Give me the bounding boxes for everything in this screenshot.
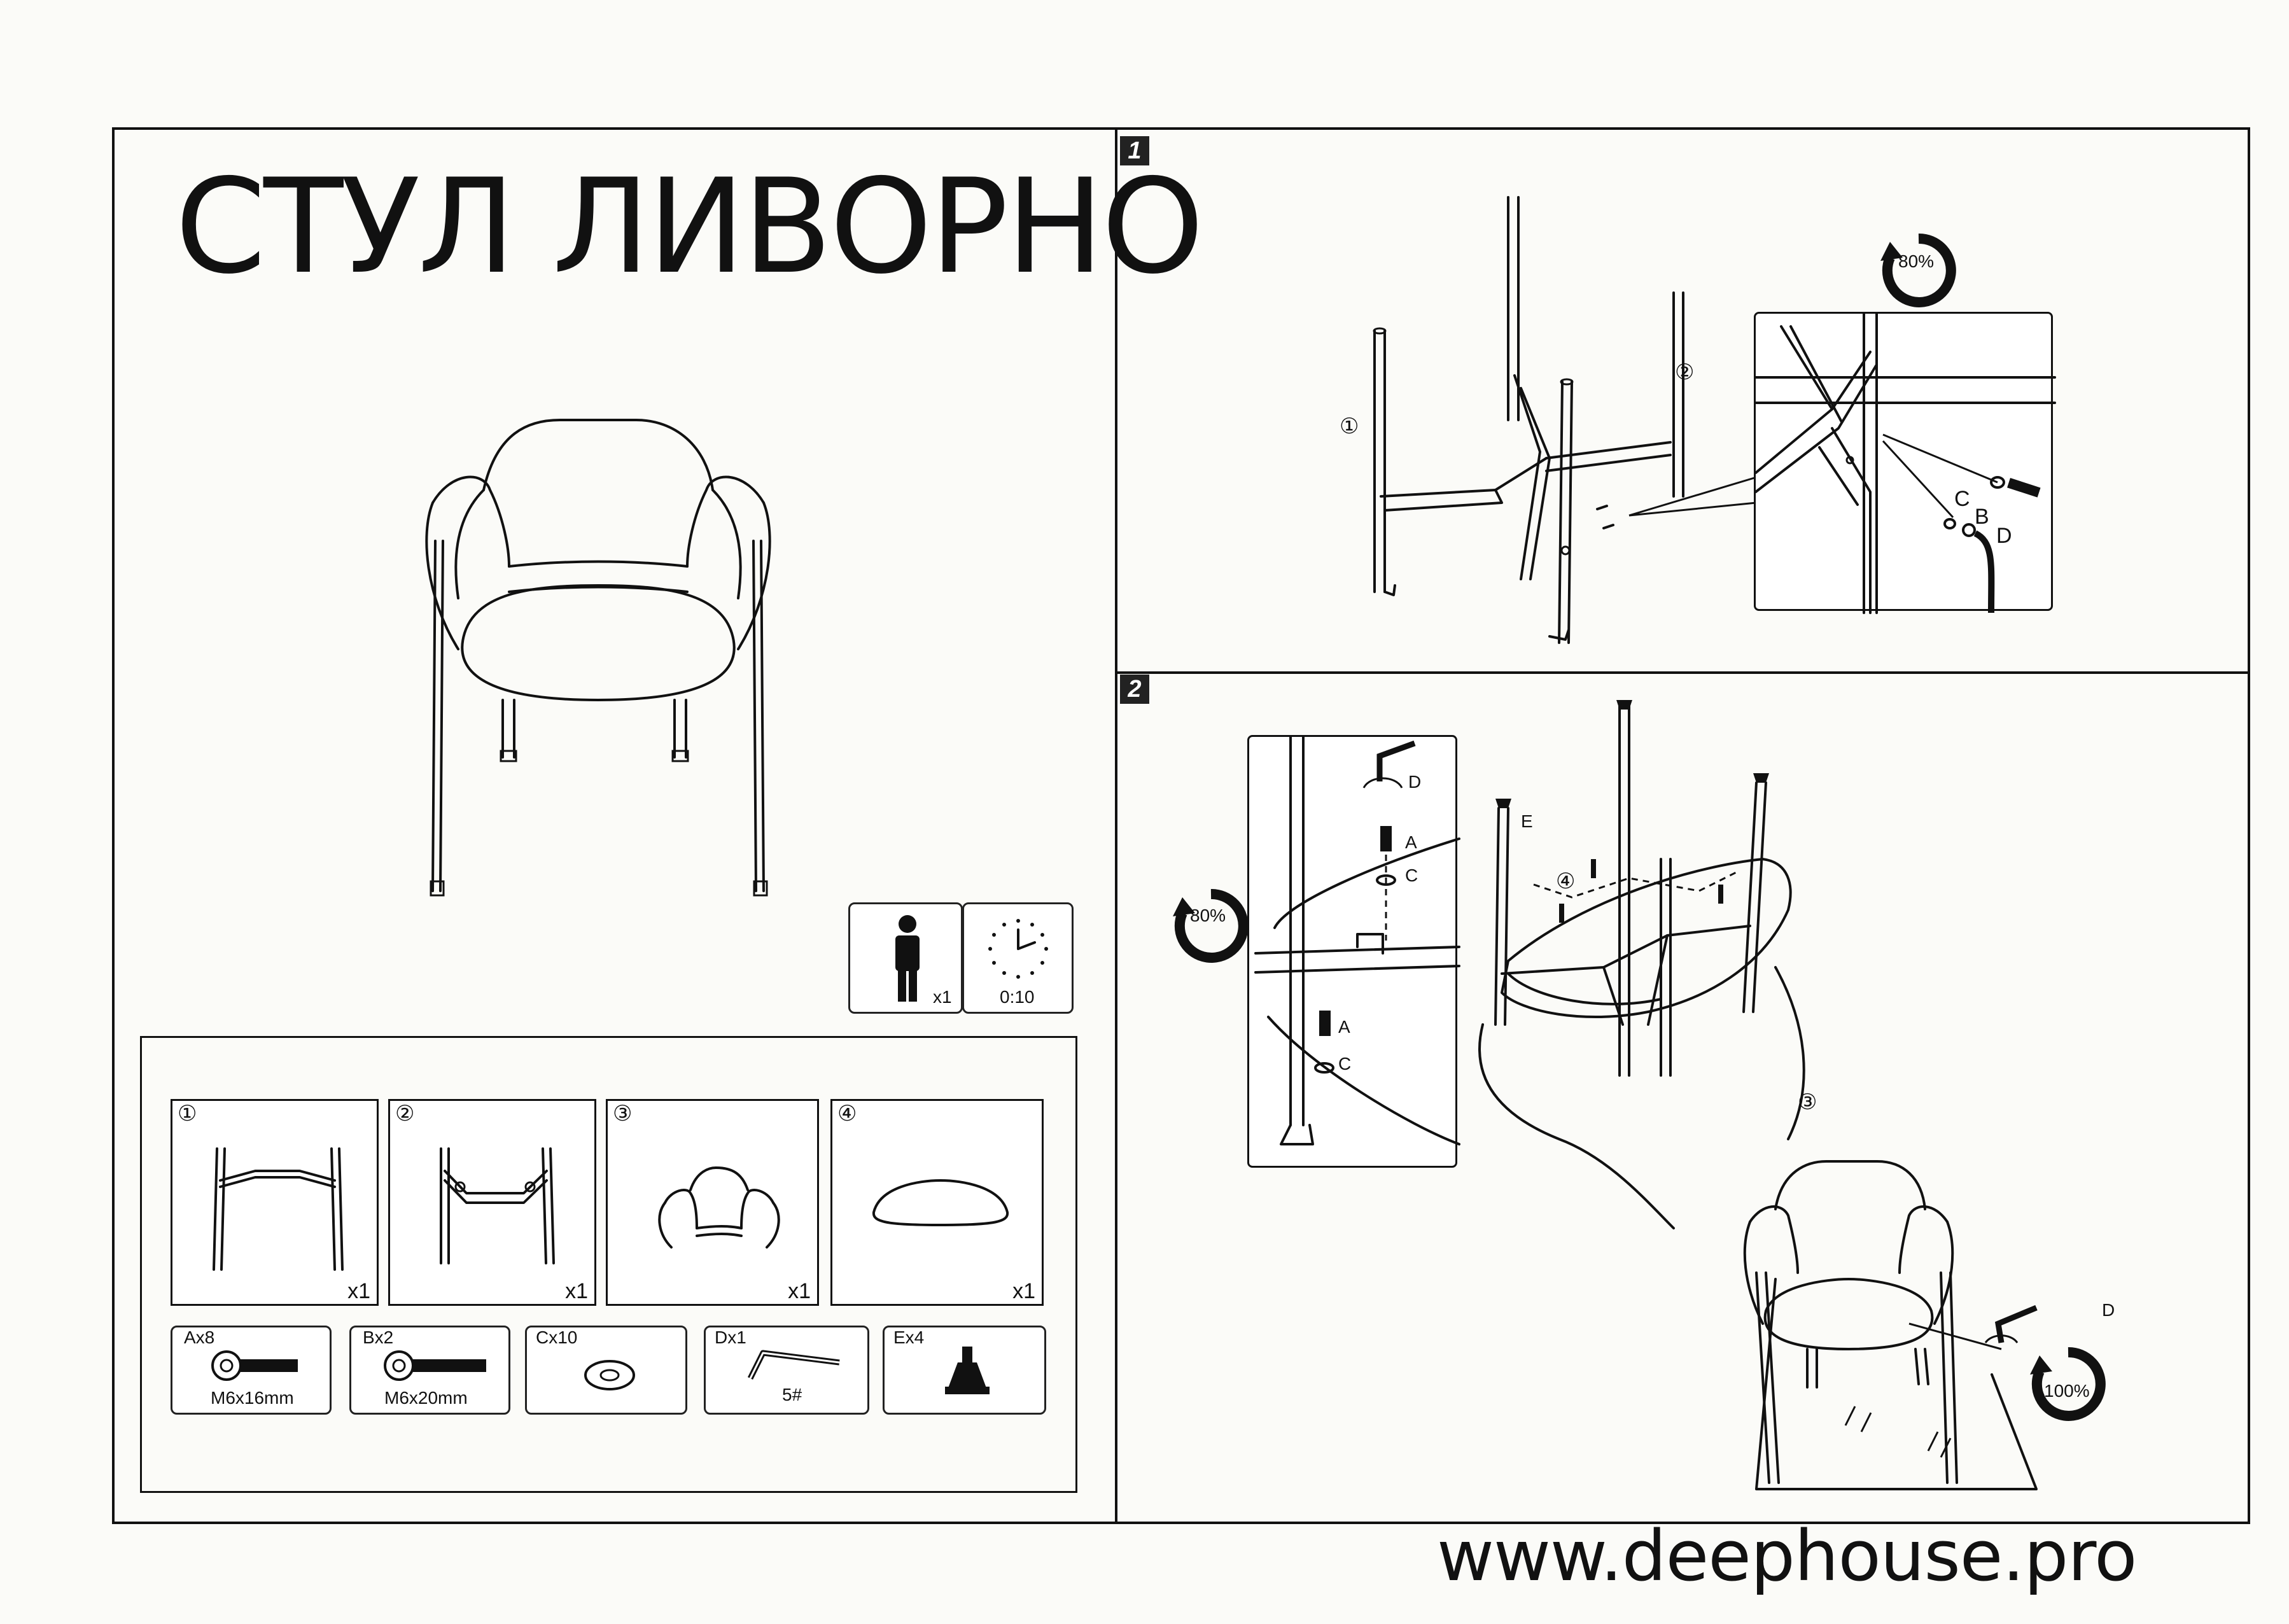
- persons-count: x1: [933, 987, 952, 1007]
- leg-frame-1-icon: [213, 1147, 344, 1271]
- product-title: СТУЛ ЛИВОРНО: [175, 151, 1204, 303]
- step1-detail-inset: C B D: [1754, 312, 2056, 614]
- part-qty: x1: [1012, 1279, 1035, 1303]
- step2-back-label: ③: [1798, 1090, 1817, 1114]
- step2-d2-label: D: [2102, 1300, 2115, 1320]
- bolt-short-icon: [211, 1350, 298, 1381]
- hardware-spec: M6x20mm: [384, 1388, 468, 1408]
- step1-torque-indicator: [1880, 233, 1956, 307]
- step2-detail-inset: D A C A C: [1247, 735, 1460, 1168]
- step2-detail-drawing: [1254, 736, 1460, 1145]
- instruction-sheet-frame: [112, 127, 2250, 1524]
- time-info-box: 0:10: [962, 902, 1074, 1014]
- hardware-box-d: Dx1 5#: [704, 1326, 869, 1415]
- part-box-4: ④ x1: [830, 1099, 1044, 1306]
- seat-cushion-icon: [872, 1179, 1009, 1226]
- foot-glide-icon: [945, 1347, 990, 1394]
- step2-a-label: A: [1405, 832, 1417, 852]
- part-number: ②: [395, 1102, 415, 1126]
- hardware-code: Dx1: [715, 1327, 746, 1347]
- step2-e-label: E: [1521, 811, 1533, 831]
- leg-frame-2-icon: [440, 1147, 555, 1264]
- step1-b-label: B: [1975, 505, 1989, 529]
- washer-icon: [584, 1360, 635, 1390]
- part-box-3: ③ x1: [606, 1099, 819, 1306]
- hardware-spec: M6x16mm: [211, 1388, 294, 1408]
- step1-c-label: C: [1954, 487, 1970, 511]
- hardware-spec: 5#: [782, 1385, 802, 1404]
- part-qty: x1: [347, 1279, 370, 1303]
- step2-c-label: C: [1405, 865, 1418, 885]
- hardware-code: Cx10: [536, 1327, 578, 1347]
- hardware-code: Ax8: [184, 1327, 215, 1347]
- bolt-long-icon: [384, 1350, 486, 1381]
- step1-d-label: D: [1996, 524, 2012, 548]
- hardware-box-c: Cx10: [525, 1326, 687, 1415]
- part-box-2: ② x1: [388, 1099, 596, 1306]
- hardware-box-b: Bx2 M6x20mm: [349, 1326, 510, 1415]
- step2-torque-final-label: 100%: [2044, 1381, 2090, 1401]
- part-number: ④: [837, 1102, 857, 1126]
- step2-torque-left-label: 80%: [1190, 906, 1226, 925]
- clock-icon: [988, 919, 1048, 979]
- step2-a2-label: A: [1338, 1017, 1350, 1037]
- step1-detail-drawing: [1754, 312, 2056, 614]
- step1-frame2-label: ②: [1675, 360, 1695, 384]
- part-number: ①: [178, 1102, 197, 1126]
- step2-torque-indicator-left: [1173, 888, 1249, 963]
- step-1-number: 1: [1120, 136, 1149, 165]
- part-qty: x1: [565, 1279, 588, 1303]
- parts-list-frame: [140, 1036, 1077, 1493]
- part-number: ③: [613, 1102, 633, 1126]
- part-box-1: ① x1: [171, 1099, 379, 1306]
- step2-seat-label: ④: [1556, 869, 1576, 893]
- backrest-icon: [658, 1166, 780, 1249]
- step2-finished-chair: [1743, 1160, 2038, 1490]
- hardware-box-e: Ex4: [883, 1326, 1046, 1415]
- step1-torque-label: 80%: [1898, 251, 1935, 271]
- website-url: www.deephouse.pro: [1437, 1515, 2137, 1597]
- time-label: 0:10: [1000, 987, 1035, 1007]
- horizontal-divider: [1115, 671, 2250, 674]
- step2-c2-label: C: [1338, 1054, 1352, 1074]
- step2-seat-assembly: [1478, 700, 1805, 1229]
- vertical-divider: [1115, 127, 1117, 1524]
- part-qty: x1: [788, 1279, 811, 1303]
- step-2-number: 2: [1120, 675, 1149, 704]
- step2-torque-indicator-final: [2030, 1347, 2106, 1421]
- chair-illustration: [425, 419, 771, 897]
- step1-frame-assembly: [1373, 196, 1757, 644]
- step1-frame1-label: ①: [1340, 414, 1359, 438]
- step2-d-label: D: [1408, 772, 1422, 792]
- hardware-box-a: Ax8 M6x16mm: [171, 1326, 332, 1415]
- person-icon: [895, 915, 920, 1002]
- hardware-code: Ex4: [893, 1327, 925, 1347]
- hex-key-icon: [747, 1350, 840, 1380]
- hardware-code: Bx2: [363, 1327, 394, 1347]
- persons-info-box: x1: [848, 902, 963, 1014]
